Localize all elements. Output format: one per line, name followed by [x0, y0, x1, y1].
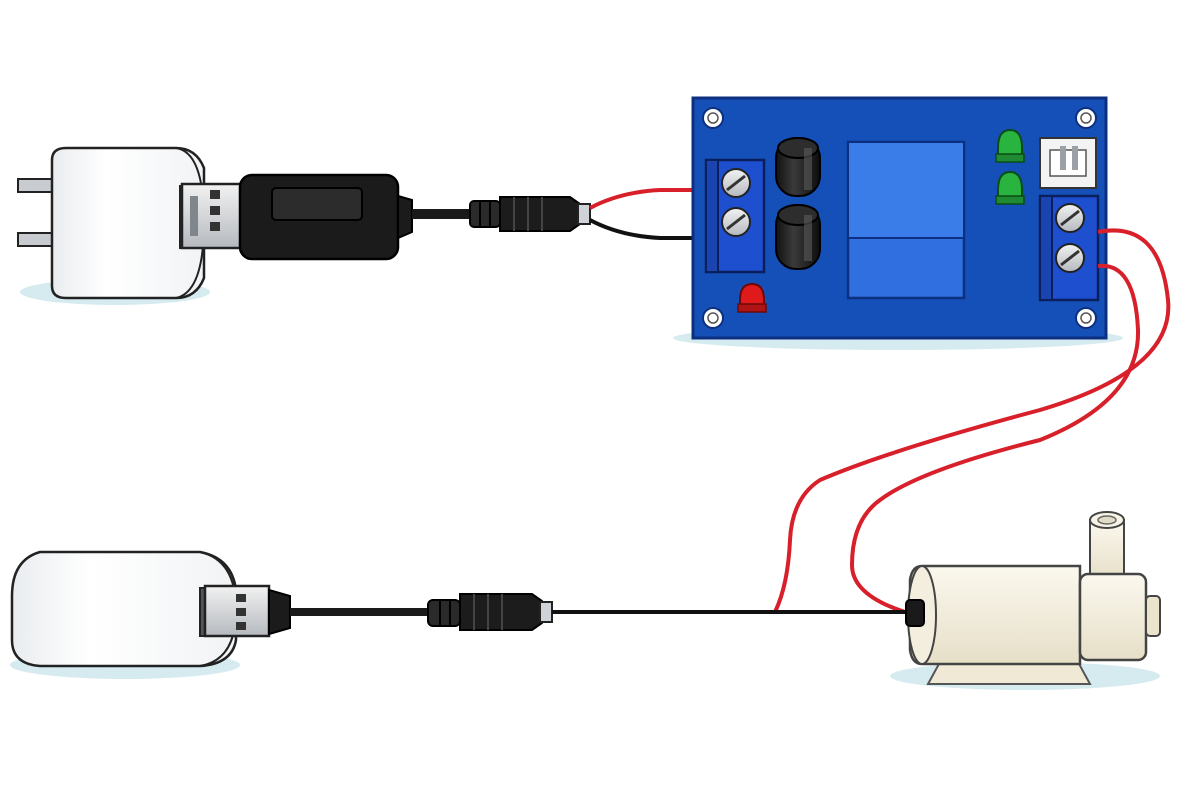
led-red — [737, 282, 767, 313]
relay — [846, 140, 966, 300]
mounting-hole — [702, 307, 724, 329]
cable-bottom — [290, 593, 905, 631]
led-green — [995, 128, 1025, 163]
terminal-screw — [721, 168, 751, 198]
capacitor — [775, 137, 821, 197]
cable-top — [412, 196, 591, 232]
output-terminal-block — [1038, 194, 1100, 302]
terminal-screw — [721, 207, 751, 237]
dc-barrel-jack-bottom — [427, 593, 553, 631]
usb-plug-top — [180, 182, 244, 250]
led-green — [995, 170, 1025, 205]
relay-module — [673, 96, 1123, 350]
terminal-screw — [1055, 243, 1085, 273]
usb-plug-bottom — [203, 584, 291, 638]
mounting-hole — [702, 107, 724, 129]
capacitor — [775, 204, 821, 270]
output-wires — [773, 228, 1171, 614]
header-connector — [1039, 137, 1097, 189]
terminal-screw — [1055, 203, 1085, 233]
mounting-hole — [1075, 307, 1097, 329]
mini-water-pump — [890, 511, 1161, 690]
dc-barrel-jack-top — [469, 196, 591, 232]
mounting-hole — [1075, 107, 1097, 129]
input-terminal-block — [704, 158, 766, 274]
usb-inline-module — [238, 173, 413, 261]
input-wires — [589, 188, 712, 240]
